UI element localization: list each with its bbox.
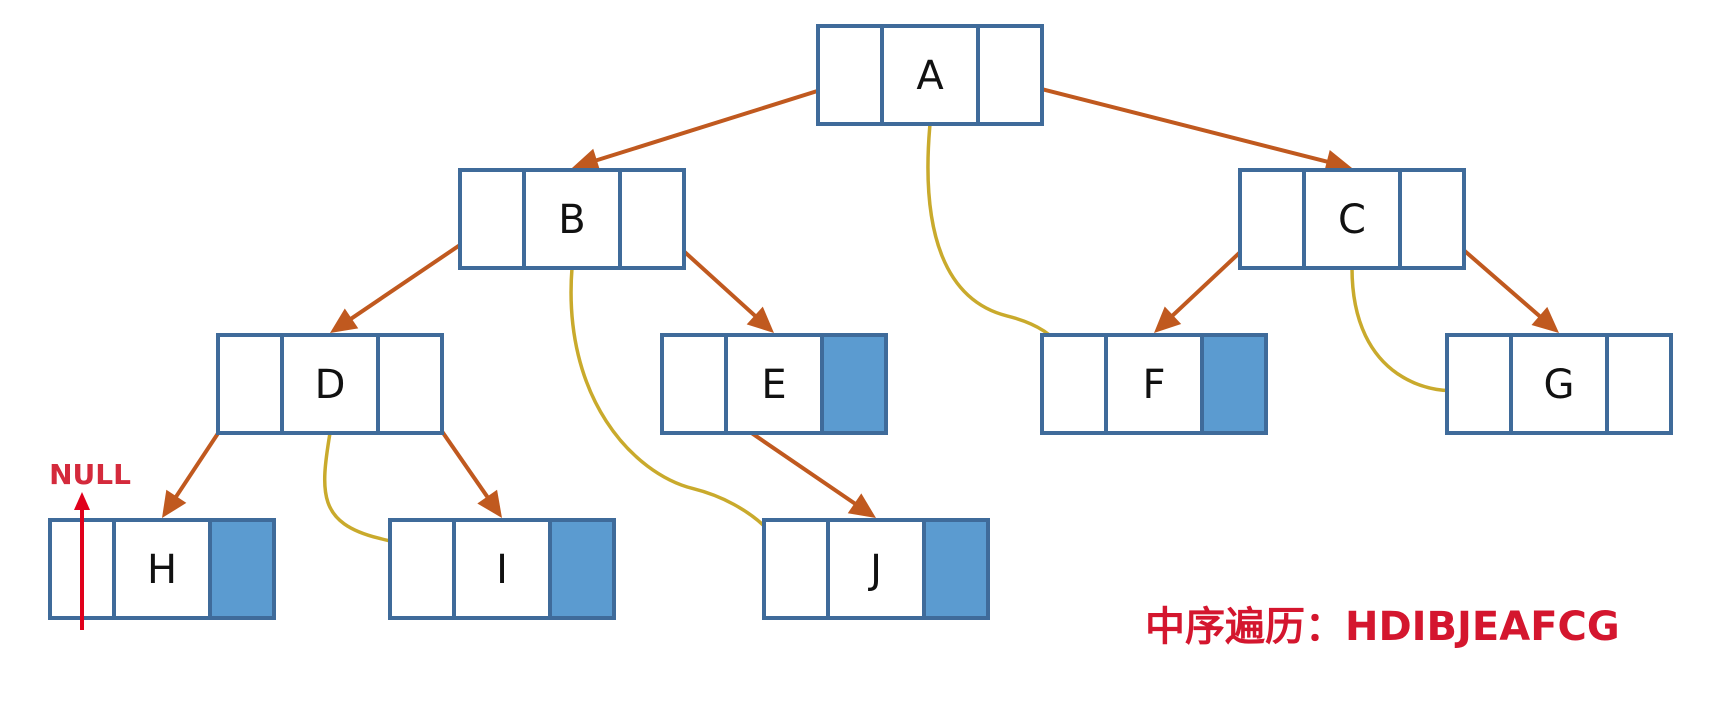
right-pointer-cell: [922, 518, 990, 620]
data-cell: [1509, 333, 1609, 435]
child-arrow-head: [847, 493, 876, 518]
child-arrow-line: [1013, 80, 1334, 166]
child-arrow-head: [477, 489, 502, 518]
tree-node-d: D: [216, 333, 444, 435]
right-pointer-cell: [376, 333, 444, 435]
tree-node-f: F: [1040, 333, 1268, 435]
left-pointer-cell: [1040, 333, 1108, 435]
data-cell: [522, 168, 622, 270]
left-pointer-cell: [1238, 168, 1306, 270]
right-pointer-cell: [976, 24, 1044, 126]
tree-node-j: J: [762, 518, 990, 620]
node-label: H: [147, 547, 177, 593]
right-pointer-cell: [820, 333, 888, 435]
data-cell: [880, 24, 980, 126]
child-arrow-head: [162, 489, 187, 518]
tree-node-e: E: [660, 333, 888, 435]
child-arrow-head: [1323, 149, 1352, 174]
left-pointer-cell: [1445, 333, 1513, 435]
right-pointer-cell: [548, 518, 616, 620]
right-pointer-cell: [1200, 333, 1268, 435]
child-arrow-head: [1154, 306, 1182, 333]
child-links: [162, 80, 1559, 518]
data-cell: [112, 518, 212, 620]
right-pointer-cell: [208, 518, 276, 620]
child-arrow-a-c: [1013, 80, 1352, 174]
child-arrow-head: [330, 308, 359, 333]
data-cell: [1104, 333, 1204, 435]
node-label: D: [315, 362, 346, 408]
tree-nodes: A B C D E F G H I J: [48, 24, 1673, 620]
tree-node-c: C: [1238, 168, 1466, 270]
left-pointer-cell: [660, 333, 728, 435]
right-pointer-cell: [1398, 168, 1466, 270]
tree-node-a: A: [816, 24, 1044, 126]
node-label: B: [558, 197, 585, 243]
left-pointer-cell: [216, 333, 284, 435]
left-pointer-cell: [388, 518, 456, 620]
node-label: J: [867, 547, 882, 593]
child-arrow-line: [590, 80, 847, 164]
traversal-caption: 中序遍历：HDIBJEAFCG: [1145, 604, 1620, 650]
node-label: E: [761, 362, 786, 408]
child-arrow-head: [746, 306, 774, 333]
right-pointer-cell: [1605, 333, 1673, 435]
left-pointer-cell: [458, 168, 526, 270]
null-marker: NULL: [49, 458, 131, 630]
node-label: G: [1544, 362, 1575, 408]
node-label: C: [1338, 197, 1366, 243]
data-cell: [280, 333, 380, 435]
child-arrow-a-b: [572, 80, 847, 172]
tree-node-i: I: [388, 518, 616, 620]
left-pointer-cell: [816, 24, 884, 126]
right-pointer-cell: [618, 168, 686, 270]
node-label: I: [496, 547, 508, 593]
tree-node-g: G: [1445, 333, 1673, 435]
tree-node-b: B: [458, 168, 686, 270]
node-label: F: [1142, 362, 1165, 408]
null-label: NULL: [49, 458, 131, 491]
null-arrow-head: [74, 492, 90, 510]
child-arrow-head: [1531, 306, 1559, 333]
node-label: A: [916, 53, 944, 99]
left-pointer-cell: [762, 518, 830, 620]
child-arrow-head: [572, 148, 601, 172]
